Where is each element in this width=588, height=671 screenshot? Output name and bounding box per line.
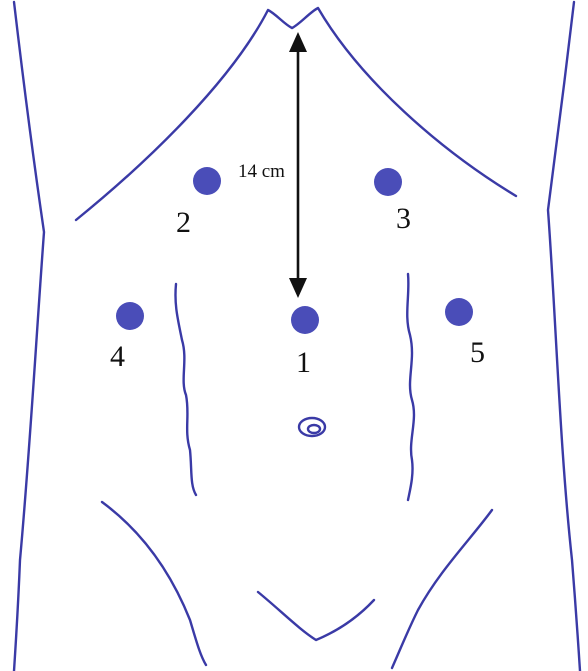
pubic-line [258,592,374,640]
port-label-2: 2 [176,206,191,239]
port-5 [445,298,473,326]
measurement-label: 14 cm [238,161,285,182]
port-3 [374,168,402,196]
left-rectus-line [175,284,196,495]
left-inguinal-line [102,502,206,665]
left-flank-line [14,2,44,671]
measurement-arrow-head-bottom [289,278,307,298]
port-1 [291,306,319,334]
measurement-arrow-head-top [289,32,307,52]
port-2 [193,167,221,195]
right-inguinal-line [392,510,492,668]
umbilicus-inner [308,425,320,433]
right-rectus-line [407,274,414,500]
port-label-1: 1 [296,346,311,379]
port-4 [116,302,144,330]
port-label-5: 5 [470,336,485,369]
port-label-4: 4 [110,340,125,373]
port-label-3: 3 [396,202,411,235]
right-flank-line [548,2,580,671]
